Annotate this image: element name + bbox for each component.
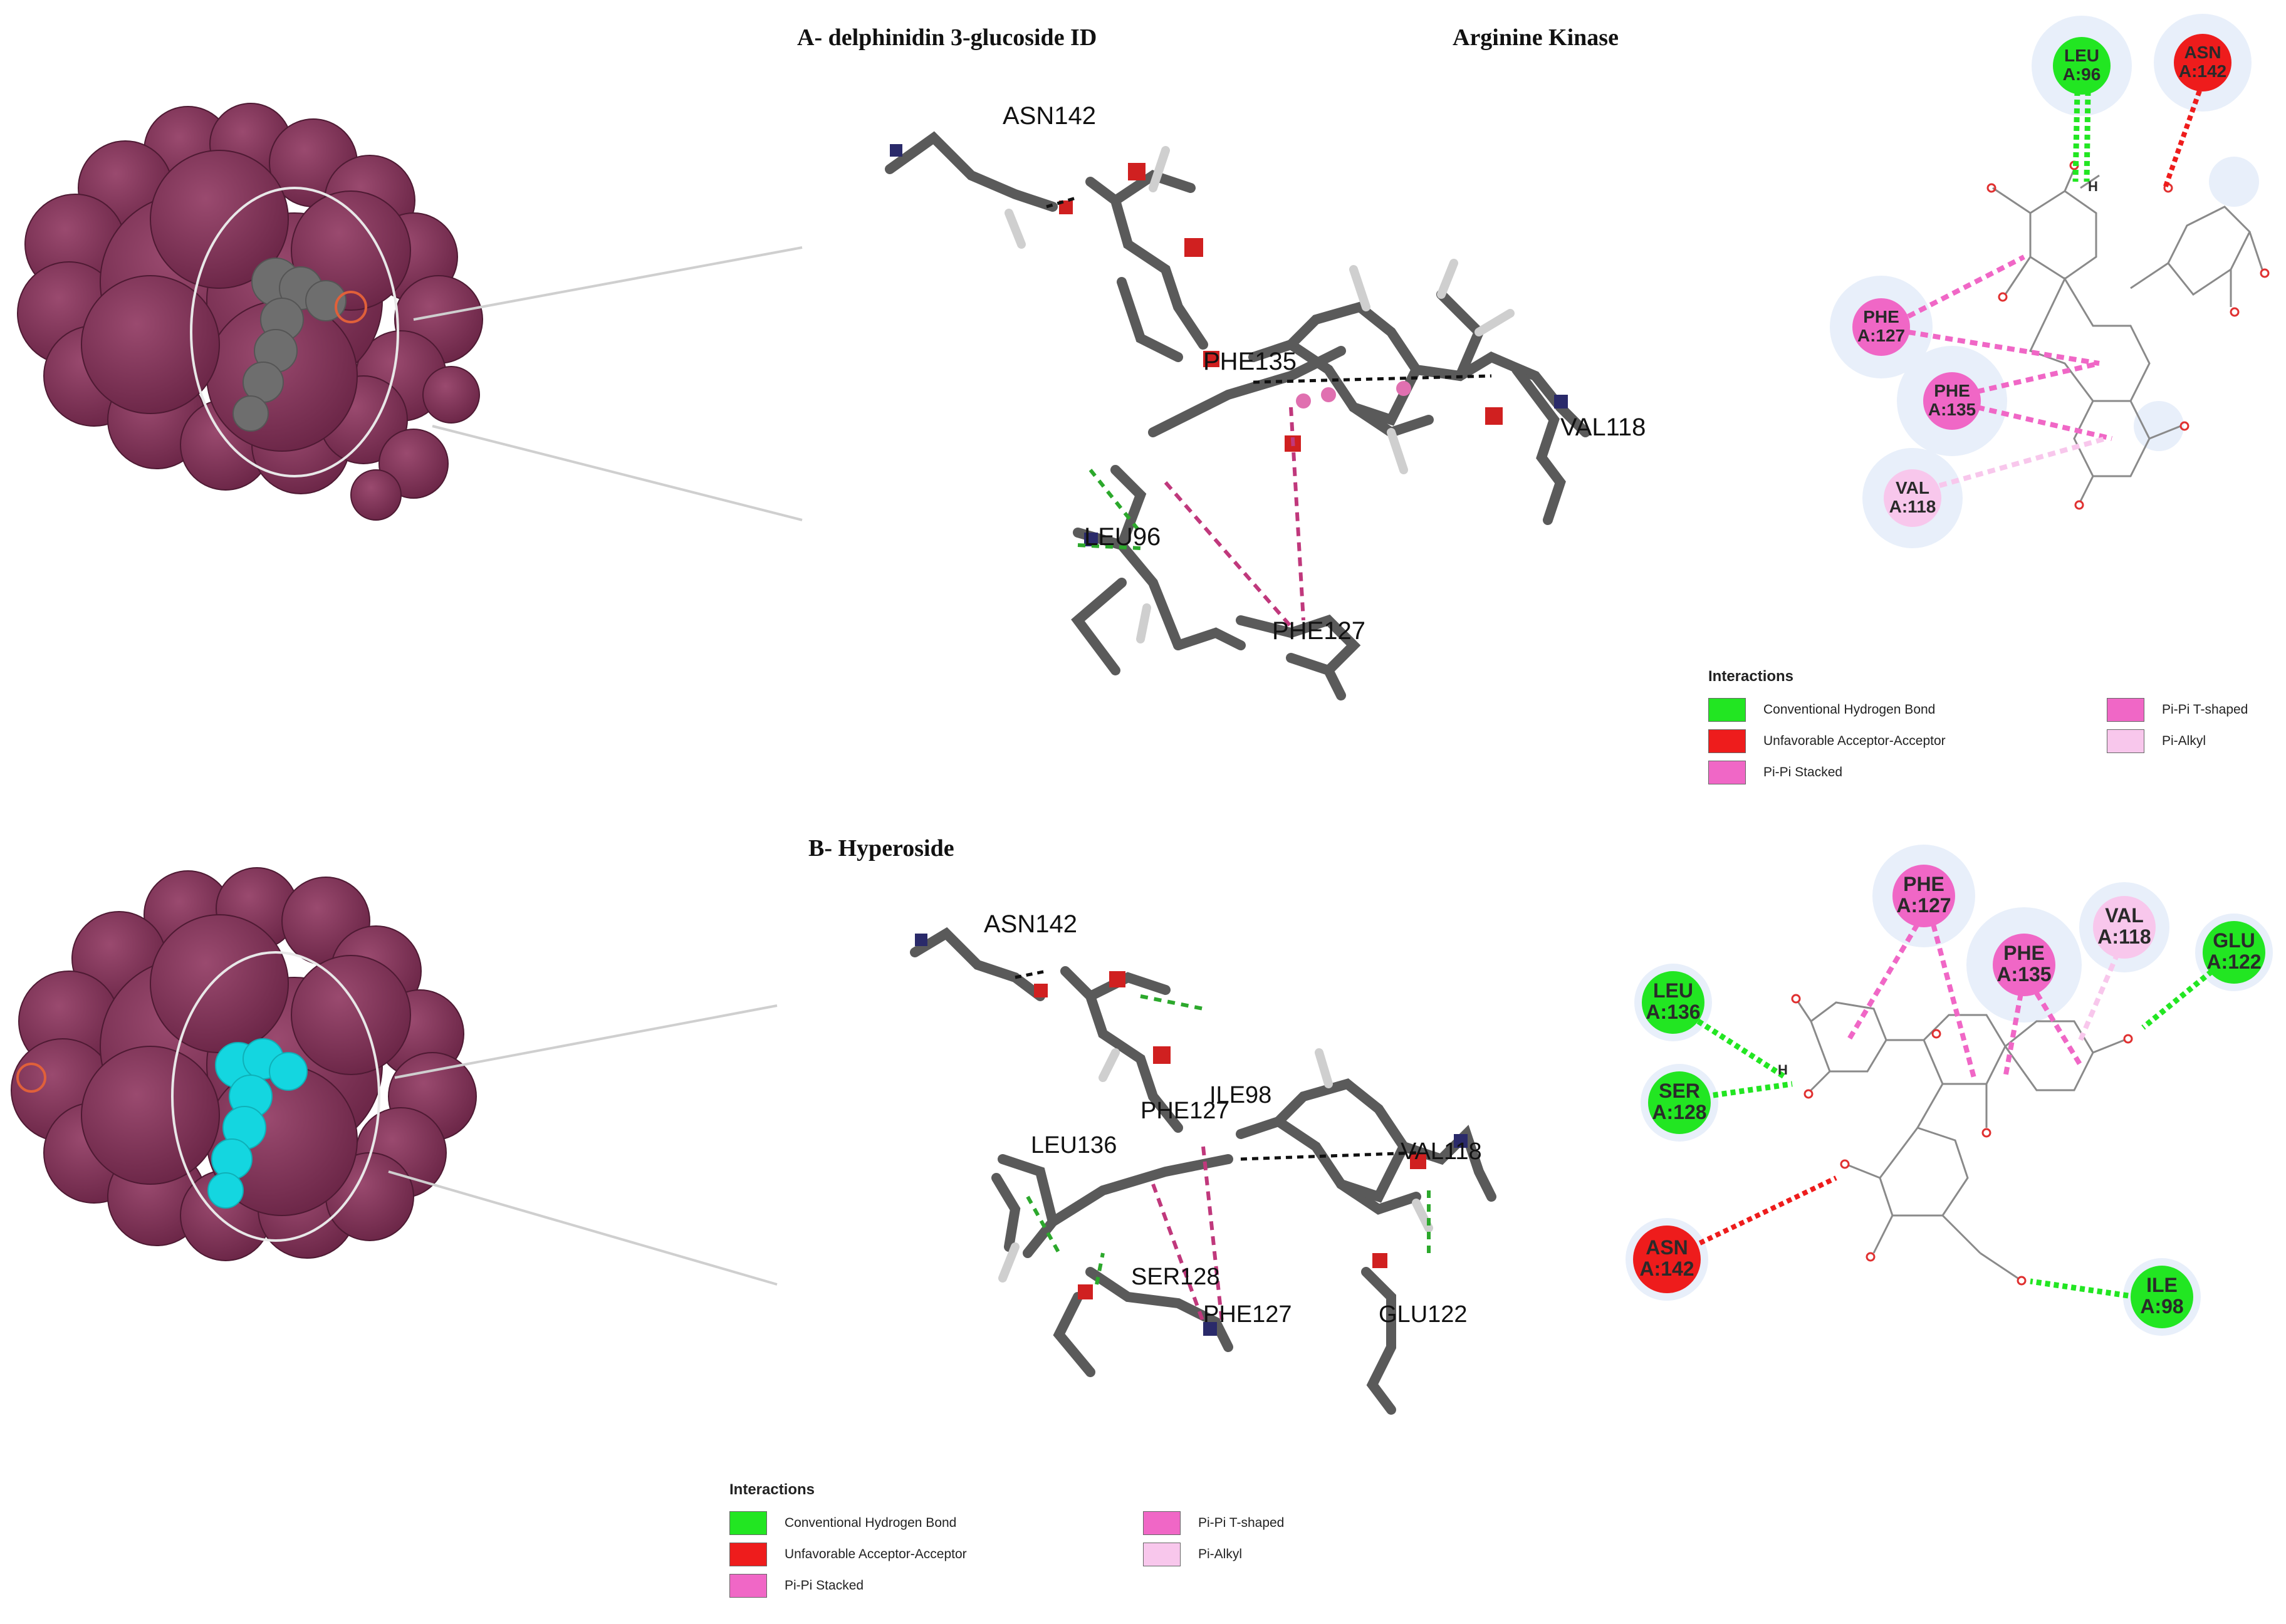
legend-swatch <box>2107 698 2144 722</box>
legend-b-title: Interactions <box>729 1481 815 1498</box>
legend-a: Interactions Conventional Hydrogen Bond … <box>1708 668 2272 793</box>
node-asn142-b: ASN A:142 <box>1633 1226 1701 1293</box>
svg-text:A:118: A:118 <box>2097 925 2151 948</box>
residue-label-leu96-a: LEU96 <box>1084 523 1161 551</box>
residue-label-phe135-a: PHE135 <box>1203 348 1297 375</box>
svg-text:PHE: PHE <box>1863 307 1899 326</box>
residue-label-phe127-a: PHE127 <box>1272 617 1365 645</box>
svg-text:ILE: ILE <box>2146 1274 2178 1296</box>
legend-b-item-hbond: Conventional Hydrogen Bond <box>729 1511 956 1535</box>
svg-text:A:136: A:136 <box>1646 1001 1700 1023</box>
residue-label-asn142-a: ASN142 <box>1003 102 1096 130</box>
protein-title: Arginine Kinase <box>1453 24 1619 51</box>
svg-text:A:128: A:128 <box>1652 1101 1706 1123</box>
legend-swatch <box>1143 1543 1181 1566</box>
zoom-lines-b <box>388 1004 778 1286</box>
residue-label-glu122-b: GLU122 <box>1379 1301 1468 1328</box>
panel-a-title: A- delphinidin 3-glucoside ID <box>797 24 1097 51</box>
svg-text:LEU: LEU <box>1653 979 1693 1002</box>
stick-view-a: ASN142 PHE135 VAL118 LEU96 PHE127 <box>885 102 1646 700</box>
svg-text:A:98: A:98 <box>2140 1295 2183 1318</box>
svg-text:A:118: A:118 <box>1889 497 1936 516</box>
residue-label-leu136-b: LEU136 <box>1031 1132 1117 1158</box>
node-glu122-b: GLU A:122 <box>2203 921 2265 984</box>
interaction-diagram-b: PHE A:127 PHE A:135 VAL A:118 LEU A:136 … <box>1626 845 2273 1336</box>
residue-label-ile98-b: ILE98 <box>1209 1082 1271 1108</box>
residue-label-val118-a: VAL118 <box>1560 414 1646 441</box>
residue-label-phe127-top-b: PHE127 <box>1140 1098 1229 1124</box>
svg-text:A:135: A:135 <box>1996 963 2051 986</box>
panel-b-title: B- Hyperoside <box>808 835 954 861</box>
residue-label-phe127-b: PHE127 <box>1203 1301 1292 1328</box>
node-leu96-a: LEU A:96 <box>2053 37 2111 95</box>
legend-swatch <box>729 1543 767 1566</box>
hbond-h-a: H <box>2088 179 2098 194</box>
node-ser128-b: SER A:128 <box>1648 1071 1711 1134</box>
legend-a-item-unfavorable: Unfavorable Acceptor-Acceptor <box>1708 729 1946 753</box>
legend-a-item-pi-alkyl: Pi-Alkyl <box>2107 729 2206 753</box>
stick-view-b: ASN142 PHE127 ILE98 LEU136 VAL118 SER128… <box>910 910 1496 1415</box>
svg-text:PHE: PHE <box>1934 381 1970 400</box>
residue-label-val118-b: VAL118 <box>1401 1138 1482 1165</box>
node-leu136-b: LEU A:136 <box>1642 971 1704 1034</box>
node-phe135-a: PHE A:135 <box>1923 372 1981 430</box>
legend-b-item-pi-alkyl: Pi-Alkyl <box>1143 1543 1242 1566</box>
zoom-lines-a <box>413 246 803 521</box>
legend-swatch <box>1708 761 1746 784</box>
legend-b-item-unfavorable: Unfavorable Acceptor-Acceptor <box>729 1543 967 1566</box>
interaction-diagram-a: LEU A:96 H ASN A:142 PHE A:127 PHE A:135… <box>1830 14 2270 548</box>
legend-a-item-pi-tshaped: Pi-Pi T-shaped <box>2107 698 2248 722</box>
residue-label-asn142-b: ASN142 <box>984 910 1077 938</box>
legend-swatch <box>729 1511 767 1535</box>
svg-text:PHE: PHE <box>2003 942 2045 964</box>
svg-text:A:127: A:127 <box>1896 894 1951 917</box>
svg-text:ASN: ASN <box>1646 1236 1688 1259</box>
legend-swatch <box>1708 729 1746 753</box>
node-val118-a: VAL A:118 <box>1884 469 1941 527</box>
legend-b: Interactions Conventional Hydrogen Bond … <box>729 1481 1293 1606</box>
legend-a-item-hbond: Conventional Hydrogen Bond <box>1708 698 1935 722</box>
legend-b-item-pi-stacked: Pi-Pi Stacked <box>729 1574 864 1598</box>
protein-surface-b <box>11 867 477 1261</box>
legend-a-item-pi-stacked: Pi-Pi Stacked <box>1708 761 1842 784</box>
svg-text:A:122: A:122 <box>2206 950 2261 973</box>
svg-text:A:127: A:127 <box>1857 326 1905 345</box>
node-phe127-b: PHE A:127 <box>1892 865 1955 927</box>
node-phe127-a: PHE A:127 <box>1852 298 1910 356</box>
svg-text:ASN: ASN <box>2184 43 2221 62</box>
svg-text:A:135: A:135 <box>1928 400 1976 419</box>
svg-text:VAL: VAL <box>2105 904 2144 927</box>
node-asn142-a: ASN A:142 <box>2174 34 2231 91</box>
protein-surface-a <box>17 103 483 521</box>
hbond-h-b: H <box>1778 1062 1788 1078</box>
svg-text:A:96: A:96 <box>2063 65 2101 84</box>
legend-swatch <box>729 1574 767 1598</box>
svg-text:LEU: LEU <box>2064 46 2099 65</box>
residue-label-ser128-b: SER128 <box>1131 1264 1220 1290</box>
node-phe135-b: PHE A:135 <box>1993 934 2055 996</box>
svg-text:A:142: A:142 <box>2179 61 2226 81</box>
svg-text:A:142: A:142 <box>1639 1257 1694 1280</box>
node-val118-b: VAL A:118 <box>2093 896 2156 959</box>
svg-text:VAL: VAL <box>1896 478 1929 497</box>
legend-a-title: Interactions <box>1708 668 1794 685</box>
svg-text:PHE: PHE <box>1903 873 1944 895</box>
svg-text:SER: SER <box>1659 1080 1700 1102</box>
legend-swatch <box>2107 729 2144 753</box>
legend-swatch <box>1708 698 1746 722</box>
legend-swatch <box>1143 1511 1181 1535</box>
svg-text:GLU: GLU <box>2213 929 2255 952</box>
legend-b-item-pi-tshaped: Pi-Pi T-shaped <box>1143 1511 1284 1535</box>
node-ile98-b: ILE A:98 <box>2131 1266 2193 1328</box>
